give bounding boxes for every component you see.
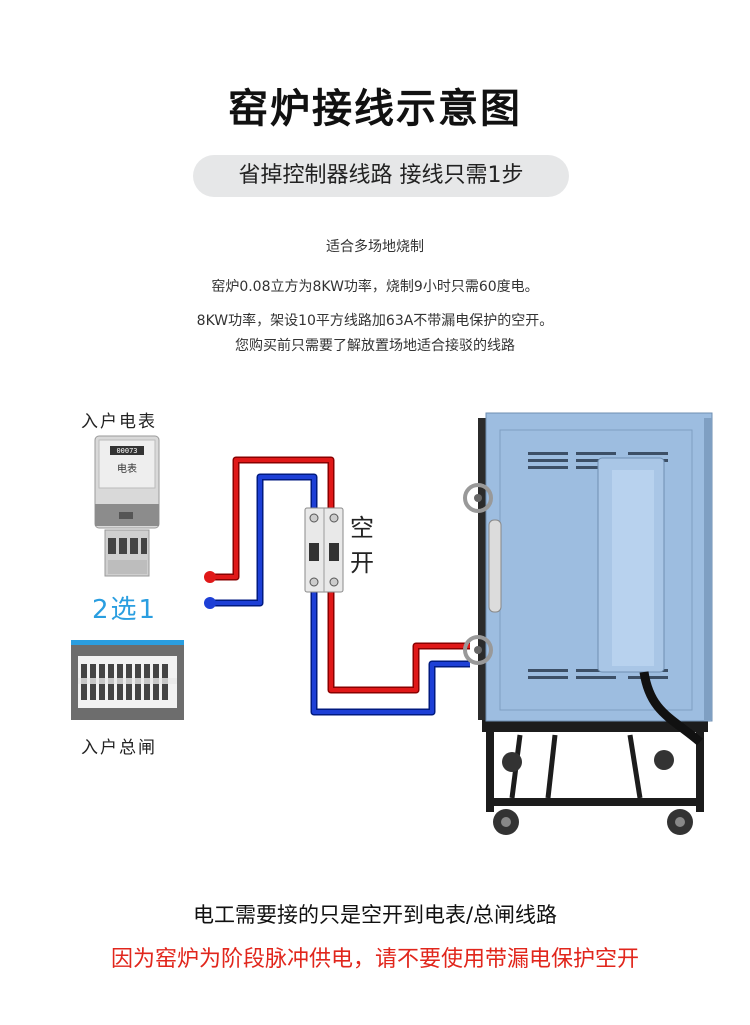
kiln-icon <box>463 412 713 835</box>
description-line-1: 窑炉0.08立方为8KW功率，烧制9小时只需60度电。 <box>211 279 539 295</box>
panel-label: 入户总闸 <box>81 738 157 758</box>
meter-face-text: 电表 <box>117 462 137 475</box>
breaker-label-2: 开 <box>350 549 374 577</box>
description-heading: 适合多场地烧制 <box>326 239 424 255</box>
description-line-2: 8KW功率，架设10平方线路加63A不带漏电保护的空开。 <box>196 313 554 329</box>
air-switch-icon <box>304 507 344 593</box>
meter-label: 入户电表 <box>81 412 157 432</box>
breaker-label-1: 空 <box>350 514 374 542</box>
page-title: 窑炉接线示意图 <box>228 86 522 132</box>
footer-warning: 因为窑炉为阶段脉冲供电，请不要使用带漏电保护空开 <box>110 947 639 972</box>
choose-one-text: 2选1 <box>92 595 158 625</box>
description-line-3: 您购买前只需要了解放置场地适合接驳的线路 <box>235 338 515 354</box>
electric-meter-icon: 00073 电表 <box>94 435 160 577</box>
meter-counter: 00073 <box>116 447 137 455</box>
distribution-panel-icon <box>71 640 184 720</box>
subtitle-pill: 省掉控制器线路 接线只需1步 <box>193 155 569 197</box>
footer-note: 电工需要接的只是空开到电表/总闸线路 <box>192 903 558 927</box>
